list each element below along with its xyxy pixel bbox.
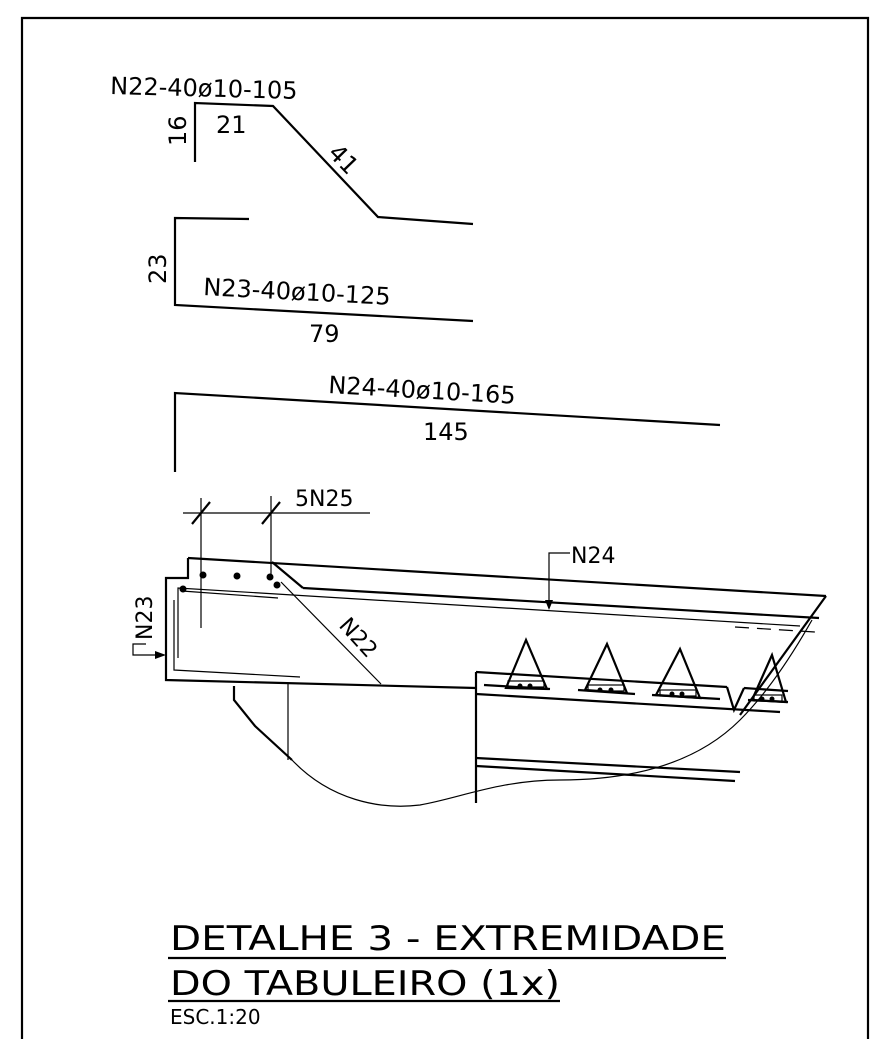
rebar-dot [199,571,207,579]
spacer-bar [659,689,697,697]
sheet-border [20,16,870,1039]
title-scale: ESC.1:20 [170,1005,261,1029]
slab-top-edge [187,556,827,598]
rebar-dot [266,573,274,581]
spacer-1 [483,637,551,691]
detail-title: DETALHE 3 - EXTREMIDADE DO TABULEIRO (1x… [168,919,726,1029]
callout-n23-leader [132,643,164,656]
callout-n23-arrowhead [155,651,166,659]
bar-n22-dim-slope: 41 [323,139,364,180]
title-line-2: DO TABULEIRO (1x) [170,964,560,1004]
callout-5n25-tick-right [261,501,281,525]
girder-top [475,670,728,689]
bar-n23-label: N23-40ø10-125 [203,273,392,311]
spacer-2 [577,641,636,696]
spacer-triangle [504,637,549,691]
rebar-dot [517,683,523,689]
girder-web-line [475,756,741,774]
bar-n22-shape [193,101,474,226]
callout-n22-label: N22 [334,613,382,663]
girder-lower-flange [475,692,781,714]
spacer-bar [753,694,783,702]
rebar-dot [669,691,675,697]
callout-n24-arrowhead [545,600,553,610]
bar-n24-dim-length: 145 [423,418,469,446]
rebar-dot [527,683,533,689]
rebar-n23 [181,590,279,599]
rebar-dot [179,585,187,593]
bar-n22-dim-top: 21 [216,111,247,139]
bar-n22: N22-40ø10-105 16 21 41 [110,72,474,226]
spacer-bar [507,680,545,688]
bar-n24: N24-40ø10-165 145 [173,371,721,472]
bar-n23-dim-vertical: 23 [144,253,172,284]
spacer-bar [587,684,625,692]
bar-n22-label: N22-40ø10-105 [110,72,298,105]
bar-n24-shape [173,391,721,472]
callout-5n25-label: 5N25 [295,487,353,512]
bar-n22-dim-vertical: 16 [164,115,192,146]
callout-n24-leader [548,552,570,608]
bar-n23: 23 N23-40ø10-125 79 [144,216,474,348]
rebar-dot [679,691,685,697]
spacer-triangle [583,641,629,695]
slab-top-haunch-edge [271,561,304,589]
deck-section: 5N25 N24 N23 N22 [132,487,827,807]
bar-n23-shape [173,216,474,323]
callout-n24-label: N24 [571,544,615,569]
rebar-n24-dashed [734,626,816,633]
spacer-triangle [654,646,702,700]
girder-web-line-2 [475,764,736,783]
rebar-dot [608,687,614,693]
title-line-1: DETALHE 3 - EXTREMIDADE [170,919,726,959]
callout-n23-label: N23 [133,596,158,640]
rebar-dot [769,696,775,702]
rebar-dot [597,687,603,693]
girder-break-v [725,686,746,714]
slab-outline [164,558,477,690]
rebar-n23-leg [173,600,301,678]
spacer-4 [747,651,789,704]
support-left [232,686,293,761]
bar-n23-dim-bottom: 79 [309,320,340,348]
rebar-dot [233,572,241,580]
rebar-n24 [177,587,801,658]
spacer-3 [651,646,721,701]
rebar-dot [759,696,765,702]
callout-5n25-tick-left [191,501,211,525]
rebar-n22 [280,581,382,685]
rebar-dot [273,581,281,589]
slab-top-lower-edge [302,586,820,620]
